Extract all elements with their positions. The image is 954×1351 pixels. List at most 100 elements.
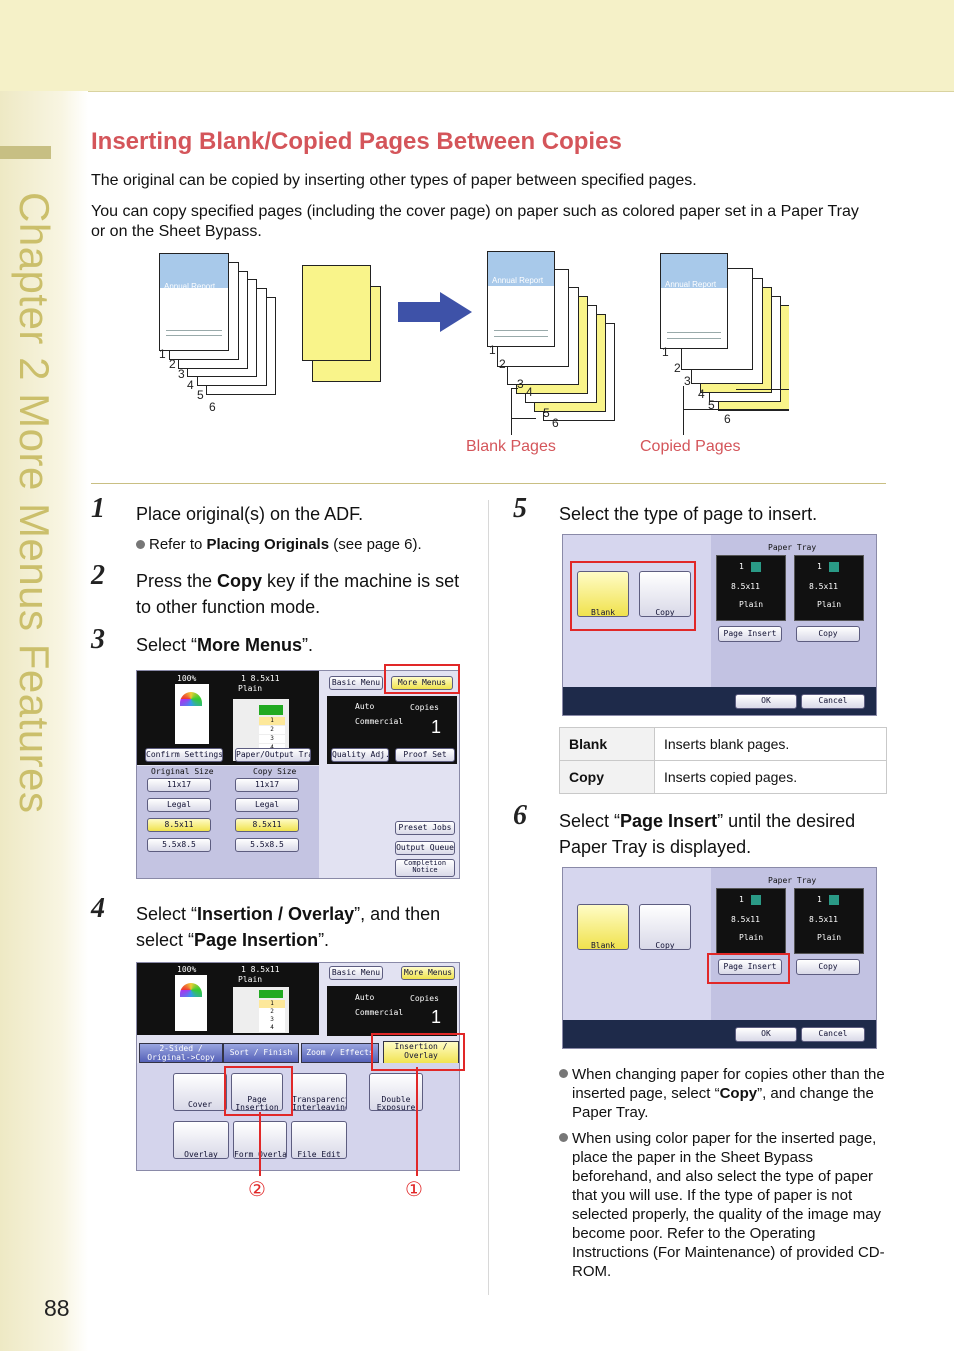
page-insert-button[interactable]: Page Insert xyxy=(718,626,782,642)
copy-size-letter[interactable]: 8.5x11 xyxy=(235,818,299,832)
copies-label: Copies xyxy=(410,994,439,1003)
paper-tray-header: Paper Tray xyxy=(768,543,817,552)
copy-size-label: Copy Size xyxy=(253,767,297,776)
tray-number: 3 xyxy=(259,1016,285,1024)
more-menus-tab[interactable]: More Menus xyxy=(391,676,453,690)
cancel-button[interactable]: Cancel xyxy=(801,1027,865,1042)
blank-button[interactable]: Blank xyxy=(577,904,629,950)
step-text: ”. xyxy=(302,635,314,655)
original-size-half-letter[interactable]: 5.5x8.5 xyxy=(147,838,211,852)
callout-line xyxy=(416,1067,418,1176)
page-insertion-button[interactable]: Page Insertion xyxy=(231,1073,283,1111)
table-value: Inserts blank pages. xyxy=(654,727,887,761)
callout-line xyxy=(259,1112,261,1176)
original-size-11x17[interactable]: 11x17 xyxy=(147,778,211,792)
highlight-box xyxy=(371,1033,465,1071)
copy-size-half-letter[interactable]: 5.5x8.5 xyxy=(235,838,299,852)
tray-size: 8.5x11 xyxy=(809,915,838,924)
bullet-text: Refer to xyxy=(149,536,207,553)
tray-number: 1 xyxy=(739,562,744,571)
quality-mode: Commercial xyxy=(355,717,404,726)
tab-2-sided[interactable]: 2-Sided / Original->Copy xyxy=(139,1043,223,1063)
ok-button[interactable]: OK xyxy=(735,694,797,709)
tab-insertion-overlay[interactable]: Insertion / Overlay xyxy=(383,1041,459,1065)
leader-line xyxy=(511,388,518,389)
quality-mode: Commercial xyxy=(355,1008,404,1017)
confirm-settings-button[interactable]: Confirm Settings xyxy=(145,748,223,762)
page-number-label: 3 xyxy=(178,367,185,381)
double-exposure-button[interactable]: Double Exposure xyxy=(369,1073,423,1111)
section-divider xyxy=(91,483,886,484)
step-text: ” until the desired Paper Tray is displa… xyxy=(559,811,856,857)
step-2-text: Press the Copy key if the machine is set… xyxy=(136,568,466,620)
copy-tray-button[interactable]: Copy xyxy=(796,626,860,642)
page-number-label: 4 xyxy=(187,378,194,392)
copied-pages-label: Copied Pages xyxy=(640,438,741,455)
tray-2-display[interactable]: 1 8.5x11 Plain xyxy=(794,555,864,621)
copy-button[interactable]: Copy xyxy=(639,904,691,950)
step-text: Select “ xyxy=(136,904,198,924)
highlight-box xyxy=(224,1066,293,1116)
insert-type-table: Blank Inserts blank pages. Copy Inserts … xyxy=(559,727,887,794)
transparency-interleaving-button[interactable]: Transparency Interleaving xyxy=(291,1073,347,1111)
tray-icon xyxy=(751,562,761,572)
page-number-label: 3 xyxy=(517,377,524,391)
cancel-button[interactable]: Cancel xyxy=(801,694,865,709)
page-number-label: 5 xyxy=(197,388,204,402)
note-1: When changing paper for copies other tha… xyxy=(559,1065,885,1122)
color-mode: Auto xyxy=(355,702,375,711)
copy-size-legal[interactable]: Legal xyxy=(235,798,299,812)
paper-size: 1 8.5x11 xyxy=(241,965,280,974)
tray-number: 1 xyxy=(259,717,285,725)
colored-paper xyxy=(302,265,371,361)
tray-icon xyxy=(829,895,839,905)
tray-1-display[interactable]: 1 8.5x11 Plain xyxy=(716,888,786,954)
highlight-box xyxy=(384,664,460,694)
tray-2-display[interactable]: 1 8.5x11 Plain xyxy=(794,888,864,954)
step-text: Select “ xyxy=(136,635,198,655)
tray-size: 8.5x11 xyxy=(731,915,760,924)
step-text: ”, and then select “ xyxy=(136,904,441,950)
proof-set-button[interactable]: Proof Set xyxy=(395,748,455,762)
output-queue-button[interactable]: Output Queue xyxy=(395,841,455,855)
basic-menu-tab[interactable]: Basic Menu xyxy=(329,966,383,980)
page-insert-button[interactable]: Page Insert xyxy=(718,959,782,975)
table-row: Copy Inserts copied pages. xyxy=(559,760,887,794)
insertion-overlay-screen: 100% 1 8.5x11 Plain 1 2 3 4 Basic Menu M… xyxy=(136,962,460,1171)
callout-marker-2: ② xyxy=(248,1177,266,1201)
step-number: 3 xyxy=(91,624,105,655)
copy-size-11x17[interactable]: 11x17 xyxy=(235,778,299,792)
copy-button[interactable]: Copy xyxy=(639,571,691,617)
paper-output-tray-button[interactable]: Paper/Output Tray xyxy=(235,748,311,762)
blank-pages-label: Blank Pages xyxy=(466,438,556,455)
blank-button[interactable]: Blank xyxy=(577,571,629,617)
note-2: When using color paper for the inserted … xyxy=(559,1129,885,1281)
preset-jobs-button[interactable]: Preset Jobs xyxy=(395,821,455,835)
tab-zoom-effects[interactable]: Zoom / Effects xyxy=(301,1043,379,1063)
original-size-letter[interactable]: 8.5x11 xyxy=(147,818,211,832)
step-number: 4 xyxy=(91,893,105,924)
note-text: ”, and change the Paper Tray. xyxy=(572,1085,874,1121)
tab-sort-finish[interactable]: Sort / Finish xyxy=(223,1043,299,1063)
tray-number: 3 xyxy=(259,735,285,743)
original-size-legal[interactable]: Legal xyxy=(147,798,211,812)
cover-text: Annual Report xyxy=(492,276,544,285)
tray-number: 2 xyxy=(259,726,285,734)
more-menus-tab[interactable]: More Menus xyxy=(401,966,455,980)
copy-tray-button[interactable]: Copy xyxy=(796,959,860,975)
cover-button[interactable]: Cover xyxy=(173,1073,227,1111)
copies-label: Copies xyxy=(410,703,439,712)
quality-adj-button[interactable]: Quality Adj. xyxy=(331,748,389,762)
tray-type: Plain xyxy=(739,600,764,609)
completion-notice-button[interactable]: Completion Notice xyxy=(395,859,455,877)
page-number-label: 1 xyxy=(489,343,496,357)
machine-icon: 1 2 3 4 xyxy=(233,987,289,1033)
overlay-button[interactable]: Overlay xyxy=(173,1121,229,1159)
step-bold: Page Insertion xyxy=(194,930,319,950)
tray-1-display[interactable]: 1 8.5x11 Plain xyxy=(716,555,786,621)
more-menus-screen: 100% 1 8.5x11 Plain 1 2 3 4 Basic Menu M… xyxy=(136,670,460,879)
basic-menu-tab[interactable]: Basic Menu xyxy=(329,676,383,690)
page-insert-screen: Paper Tray 1 8.5x11 Plain 1 8.5x11 Plain… xyxy=(562,534,877,716)
ok-button[interactable]: OK xyxy=(735,1027,797,1042)
file-edit-button[interactable]: File Edit xyxy=(291,1121,347,1159)
